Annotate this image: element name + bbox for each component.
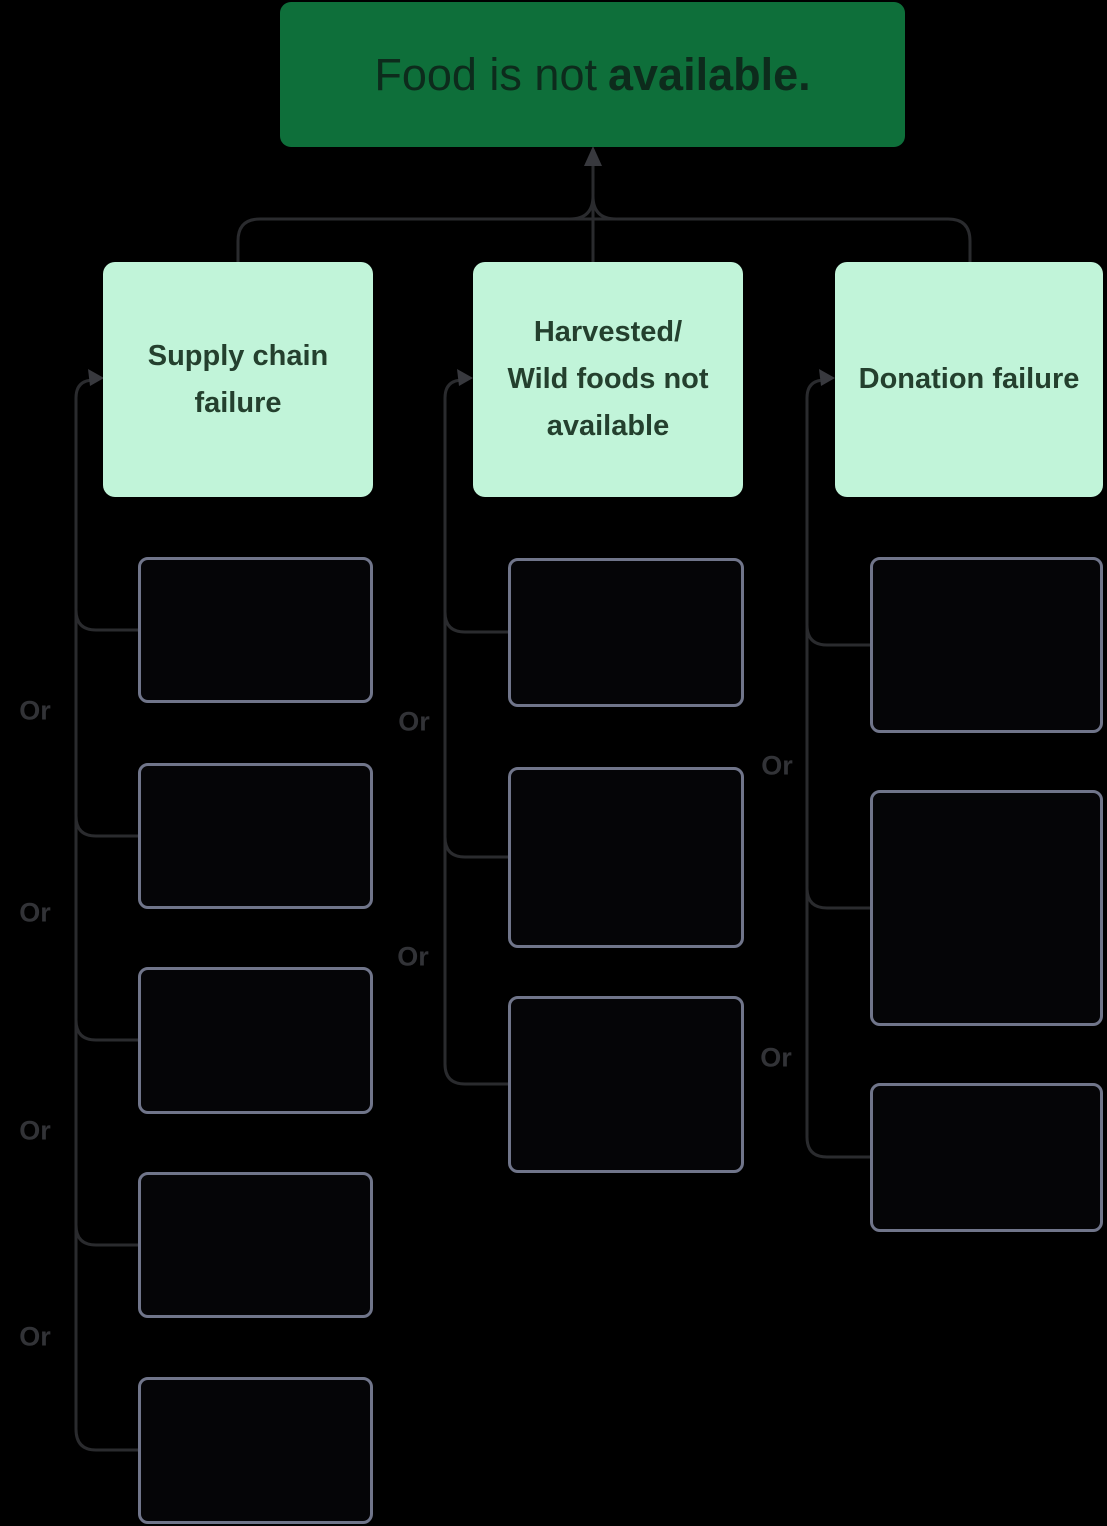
or-gate-label: Or — [19, 1321, 51, 1352]
empty-cause-node[interactable] — [508, 558, 744, 707]
empty-cause-node[interactable] — [138, 1172, 373, 1318]
empty-cause-node[interactable] — [138, 557, 373, 703]
empty-cause-node[interactable] — [508, 767, 744, 948]
root-event-node[interactable]: Food is not available. — [280, 2, 905, 147]
arrow-up-icon — [584, 146, 602, 166]
root-label-bold: available. — [608, 48, 811, 100]
arrow-right-icon — [819, 369, 835, 386]
or-gate-label: Or — [19, 1115, 51, 1146]
empty-cause-node[interactable] — [870, 1083, 1103, 1232]
empty-cause-node[interactable] — [138, 763, 373, 909]
or-gate-label: Or — [398, 706, 430, 737]
middle-trunk — [443, 378, 467, 1066]
or-gate-label: Or — [761, 750, 793, 781]
center-fillet-right — [591, 194, 618, 221]
arrow-right-icon — [457, 369, 473, 386]
or-gate-label: Or — [19, 897, 51, 928]
or-gate-label: Or — [397, 941, 429, 972]
rail-path — [236, 217, 972, 264]
right-trunk — [805, 378, 829, 1139]
root-label-normal: Food is not — [374, 48, 597, 100]
or-gate-label: Or — [760, 1042, 792, 1073]
branch-node-harvested-wild-foods[interactable]: Harvested/ Wild foods not available — [473, 262, 743, 497]
center-fillet-left — [568, 194, 595, 221]
empty-cause-node[interactable] — [138, 967, 373, 1114]
branch-node-supply-chain[interactable]: Supply chain failure — [103, 262, 373, 497]
branch-node-donation[interactable]: Donation failure — [835, 262, 1103, 497]
arrow-right-icon — [88, 369, 104, 386]
or-gate-label: Or — [19, 695, 51, 726]
empty-cause-node[interactable] — [508, 996, 744, 1173]
empty-cause-node[interactable] — [870, 557, 1103, 733]
empty-cause-node[interactable] — [138, 1377, 373, 1524]
left-trunk — [74, 378, 99, 1431]
empty-cause-node[interactable] — [870, 790, 1103, 1026]
